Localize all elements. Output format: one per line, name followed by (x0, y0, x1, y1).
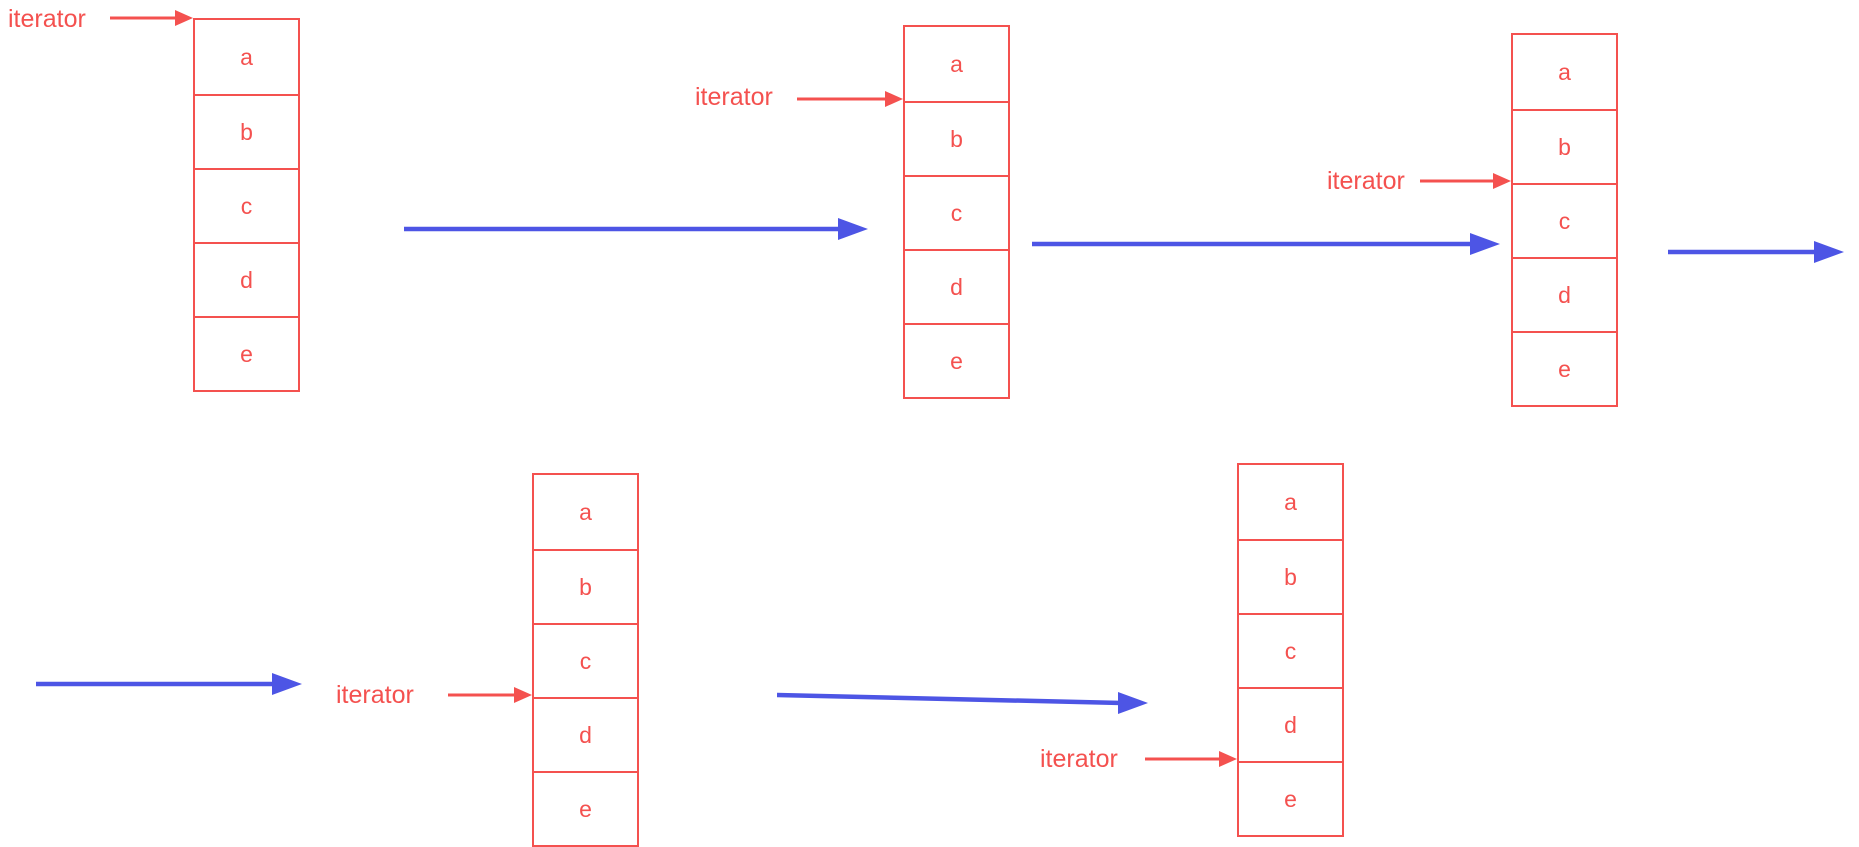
stack-cell: a (1558, 58, 1571, 85)
list-stack-stage-2: a b c d e (903, 25, 1010, 399)
iterator-pointer-arrow-stage-3 (1420, 173, 1511, 189)
stack-cell: b (195, 94, 298, 168)
stack-cell: e (195, 316, 298, 390)
iterator-label-stage-2: iterator (695, 83, 773, 111)
stack-cell: a (240, 43, 253, 70)
stack-cell: c (1513, 183, 1616, 257)
transition-arrow-5 (777, 692, 1148, 714)
stack-cell: b (1513, 109, 1616, 183)
stack-cell: a (950, 50, 963, 77)
stack-cell: c (1239, 613, 1342, 687)
stack-cell: b (905, 101, 1008, 175)
stack-cell: d (1513, 257, 1616, 331)
iterator-pointer-arrow-stage-5 (1145, 751, 1237, 767)
transition-arrow-3 (1668, 241, 1844, 263)
stack-cell: c (534, 623, 637, 697)
stack-cell: e (534, 771, 637, 845)
iterator-label-stage-1: iterator (8, 5, 86, 33)
list-stack-stage-4: a b c d e (532, 473, 639, 847)
stack-cell: e (1513, 331, 1616, 405)
list-stack-stage-1: a b c d e (193, 18, 300, 392)
iterator-pointer-arrow-stage-2 (797, 91, 903, 107)
stack-cell: a (1284, 488, 1297, 515)
stack-cell: e (905, 323, 1008, 397)
stack-cell: d (195, 242, 298, 316)
stack-cell: e (1239, 761, 1342, 835)
stack-cell: b (534, 549, 637, 623)
transition-arrow-4 (36, 673, 302, 695)
transition-arrow-1 (404, 218, 868, 240)
stack-cell: a (579, 498, 592, 525)
iterator-pointer-arrow-stage-4 (448, 687, 532, 703)
iterator-label-stage-5: iterator (1040, 745, 1118, 773)
stack-cell: b (1239, 539, 1342, 613)
iterator-label-stage-3: iterator (1327, 167, 1405, 195)
transition-arrow-2 (1032, 233, 1500, 255)
iterator-pointer-arrow-stage-1 (110, 10, 193, 26)
list-stack-stage-5: a b c d e (1237, 463, 1344, 837)
stack-cell: c (905, 175, 1008, 249)
stack-cell: c (195, 168, 298, 242)
stack-cell: d (905, 249, 1008, 323)
stack-cell: d (1239, 687, 1342, 761)
stack-cell: d (534, 697, 637, 771)
list-stack-stage-3: a b c d e (1511, 33, 1618, 407)
iterator-label-stage-4: iterator (336, 681, 414, 709)
